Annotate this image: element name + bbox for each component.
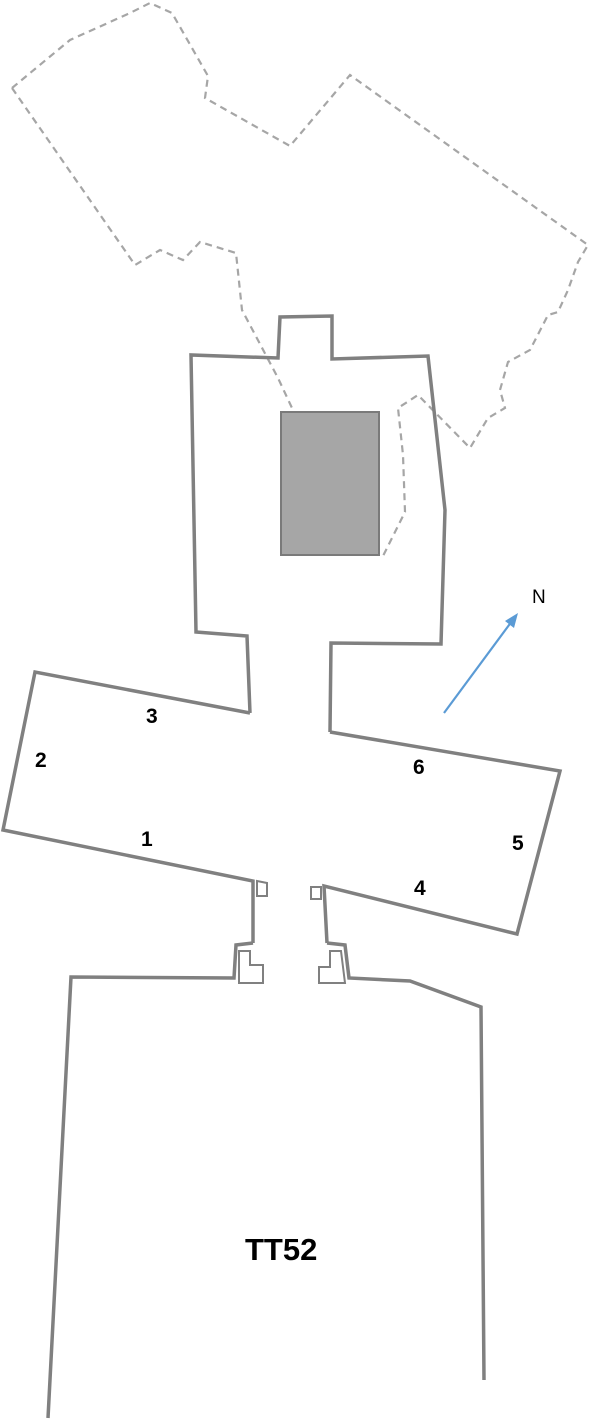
transverse-hall-wall-left [0,669,255,943]
wall-label-5: 5 [512,832,524,855]
wall-label-2: 2 [35,749,47,772]
wall-label-4: 4 [414,877,426,900]
wall-label-6: 6 [413,756,425,779]
north-label: N [532,587,546,608]
doorjamb-right-upper [310,886,322,900]
doorway-left-wall [46,941,254,1419]
doorjamb-left-upper [256,879,268,897]
tomb-label: TT52 [245,1232,317,1267]
doorjamb-left-lower [238,950,264,984]
north-arrow-icon [443,613,518,714]
wall-label-3: 3 [146,705,158,728]
burial-shaft [280,411,380,556]
wall-label-1: 1 [141,828,153,851]
doorway-right-wall [326,941,486,1381]
transverse-hall-wall-right [322,730,563,944]
inner-chamber-wall [189,314,447,733]
adjacent-structure-outline-left [11,87,293,409]
doorjamb-right-lower [318,950,347,984]
